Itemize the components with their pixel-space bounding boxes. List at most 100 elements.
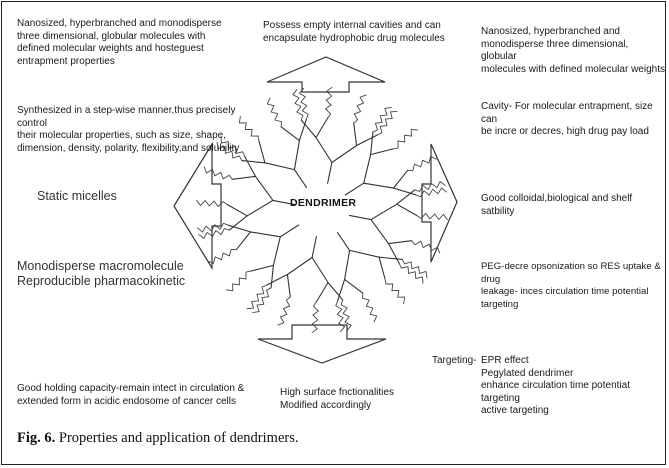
- figure-caption: Fig. 6. Properties and application of de…: [17, 430, 299, 446]
- surface-group-wiggle: [353, 94, 367, 124]
- surface-group-wiggle: [335, 300, 346, 333]
- branch-line: [378, 256, 386, 280]
- branch-line: [349, 249, 380, 258]
- branch-line: [279, 224, 300, 238]
- surface-group-wiggle: [246, 284, 267, 310]
- right-text-2: Cavity- For molecular entrapment, size c…: [481, 101, 653, 137]
- right-text-3: Good colloidal,biological and shelf satb…: [481, 193, 633, 217]
- surface-group-wiggle: [203, 166, 233, 180]
- surface-group-wiggle: [292, 89, 304, 121]
- surface-group-wiggle: [398, 263, 424, 284]
- branch-line: [286, 256, 313, 276]
- branch-line: [264, 162, 295, 171]
- branch-line: [353, 122, 358, 147]
- branch-line: [231, 175, 257, 180]
- surface-group-wiggle: [266, 97, 282, 127]
- surface-group-wiggle: [393, 128, 419, 150]
- branch-line: [327, 281, 344, 301]
- branch-line: [331, 144, 358, 164]
- surface-group-wiggle: [324, 86, 333, 119]
- top-arrow: [266, 56, 386, 93]
- branch-line: [344, 182, 365, 196]
- branch-line: [356, 134, 378, 147]
- surface-group-wiggle: [362, 293, 378, 323]
- surface-group-wiggle: [415, 187, 447, 198]
- surface-group-wiggle: [401, 259, 428, 279]
- right-arrow: [421, 143, 458, 263]
- branch-line: [363, 154, 372, 184]
- branch-line: [387, 240, 413, 245]
- surface-group-wiggle: [198, 227, 230, 240]
- surface-group-wiggle: [207, 248, 237, 265]
- branch-line: [226, 203, 248, 217]
- surface-group-wiggle: [414, 180, 446, 193]
- surface-group-wiggle: [411, 240, 441, 254]
- branch-line: [311, 256, 329, 284]
- branch-line: [396, 189, 416, 205]
- surface-group-wiggle: [407, 155, 437, 172]
- left-arrow: [173, 141, 222, 271]
- branch-line: [311, 236, 317, 259]
- branch-line: [286, 273, 291, 298]
- dendrimer-center-label: DENDRIMER: [290, 197, 357, 209]
- surface-group-wiggle: [384, 278, 406, 304]
- branch-line: [228, 215, 248, 231]
- branch-line: [392, 187, 417, 196]
- branch-line: [235, 231, 252, 251]
- branch-line: [387, 243, 400, 265]
- left-text-2: Synthesized in a step-wise manner,thus p…: [17, 105, 240, 154]
- branch-line: [293, 169, 308, 188]
- targeting-label: Targeting-: [432, 355, 477, 366]
- surface-group-wiggle: [220, 136, 246, 157]
- branch-line: [246, 199, 274, 217]
- surface-group-wiggle: [372, 106, 392, 133]
- branch-line: [270, 264, 274, 289]
- surface-group-wiggle: [277, 296, 291, 326]
- branch-line: [293, 140, 300, 171]
- dendrimer-branches: [226, 117, 418, 303]
- branch-line: [344, 278, 364, 294]
- surface-group-wiggle: [216, 141, 243, 161]
- bottom-arrow: [257, 324, 387, 364]
- branch-line: [272, 199, 296, 206]
- branch-line: [348, 214, 372, 221]
- branch-line: [344, 249, 351, 280]
- branch-line: [258, 140, 266, 164]
- surface-group-wiggle: [340, 299, 352, 331]
- right-text-4: PEG-decre opsonization so RES uptake & d…: [481, 261, 661, 310]
- branch-line: [337, 278, 346, 302]
- surface-group-wiggle: [377, 110, 398, 136]
- branch-line: [370, 219, 390, 245]
- left-text-1: Nanosized, hyperbranched and monodispers…: [17, 18, 222, 67]
- branch-line: [254, 175, 274, 201]
- branch-line: [241, 160, 266, 164]
- branch-line: [363, 182, 395, 189]
- branch-line: [315, 281, 329, 303]
- branch-line: [244, 155, 257, 177]
- branch-line: [249, 231, 281, 238]
- branch-line: [392, 169, 409, 189]
- branch-line: [266, 273, 288, 286]
- surface-group-wiggle: [252, 287, 272, 314]
- surface-group-wiggle: [238, 116, 260, 142]
- branch-line: [280, 126, 300, 142]
- surface-group-wiggle: [298, 87, 309, 120]
- branch-line: [250, 264, 274, 272]
- branch-line: [327, 161, 333, 184]
- branch-line: [370, 131, 374, 156]
- branch-line: [315, 136, 333, 164]
- branch-line: [370, 148, 394, 156]
- branch-line: [336, 232, 351, 251]
- branch-line: [298, 118, 307, 142]
- branch-line: [378, 256, 403, 260]
- branch-line: [315, 117, 329, 139]
- dendrimer-surface-groups: [196, 86, 448, 334]
- branch-line: [300, 119, 317, 139]
